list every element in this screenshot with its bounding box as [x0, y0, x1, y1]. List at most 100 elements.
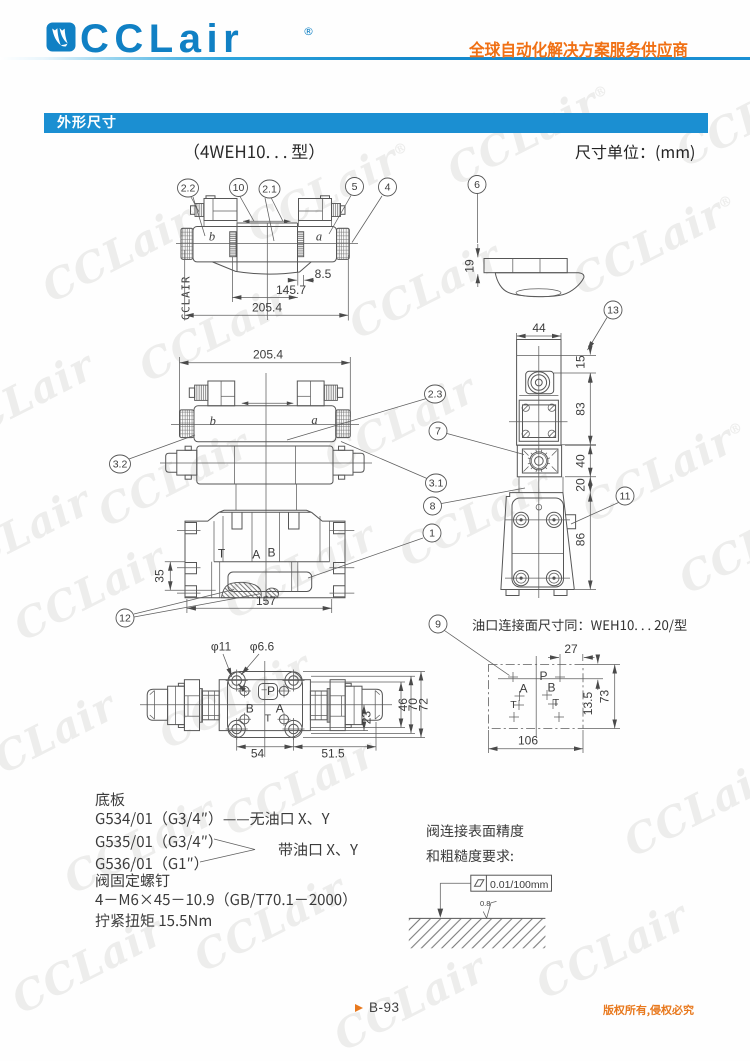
balloon-b7: 7 [428, 421, 448, 441]
drawing-stroke [500, 492, 575, 590]
drawing-stroke [361, 688, 383, 721]
drawing-stroke [258, 683, 278, 700]
leader-arrow [240, 653, 260, 676]
drawing-stroke [288, 512, 300, 530]
drawing-stroke [241, 401, 249, 406]
drawing-stroke [179, 409, 195, 439]
dim-15: 15 [573, 355, 587, 369]
drawing-stroke [238, 712, 251, 726]
balloon-b5: 5 [345, 177, 364, 196]
dim-51-5: 51.5 [321, 747, 345, 761]
drawing-stroke [333, 562, 345, 575]
label-b2: b [210, 414, 216, 428]
unit-label: 尺寸单位：(mm) [575, 139, 696, 163]
drawing-stroke [488, 664, 584, 729]
label-a: a [316, 230, 322, 244]
balloon-label: 1 [429, 528, 435, 540]
dim-phi66: φ6.6 [250, 640, 275, 654]
flatness-tolerance-value: 0.01/100mm [490, 878, 549, 891]
drawing-stroke [535, 504, 543, 511]
drawing-stroke [184, 474, 192, 480]
balloon-label: 3.2 [113, 459, 128, 471]
drawing-stroke [521, 448, 559, 474]
drawing-stroke [180, 227, 194, 260]
surface-note-line2: 和粗糙度要求: [426, 846, 514, 866]
drawing-stroke [444, 630, 510, 676]
drawing-stroke [133, 589, 235, 615]
dim-72: 72 [417, 698, 431, 712]
balloon-b2_3: 2.3 [424, 384, 446, 404]
drawing-stroke [184, 445, 192, 451]
balloon-b3_2: 3.2 [109, 454, 131, 474]
drawing-stroke [188, 387, 196, 398]
drawing-stroke [514, 691, 525, 701]
drawing-stroke [282, 669, 305, 692]
drawing-stroke [277, 712, 291, 726]
drawing-stroke [509, 712, 519, 722]
drawing-stroke [547, 403, 556, 412]
drawing-stroke [570, 502, 619, 525]
dim-19: 19 [463, 259, 477, 273]
drawing-stroke [335, 409, 351, 439]
drawing-stroke [521, 403, 530, 412]
section-title: 外形尺寸 [57, 112, 117, 132]
drawing-stroke [523, 466, 529, 472]
balloon-b9: 9 [428, 614, 448, 634]
drawing-stroke [505, 589, 520, 596]
drawing-front-view-upper: 205.4 b a [160, 348, 372, 512]
drawing-stroke [344, 682, 352, 687]
header-slogan: 全球自动化解决方案服务供应商 [469, 36, 688, 61]
drawing-stroke [340, 205, 346, 215]
model-heading: （4WEH10. . . 型） [183, 138, 326, 163]
drawing-stroke [212, 261, 312, 275]
drawing-stroke [473, 879, 485, 887]
drawing-stroke [225, 718, 248, 740]
leader-arrow [587, 317, 608, 351]
drawing-bottom-view: P B A T φ11 φ6.6 54 51.5 23 46 70 72 [140, 640, 431, 761]
dim-20: 20 [573, 478, 587, 492]
drawing-stroke [149, 690, 155, 695]
drawing-stroke [227, 671, 303, 738]
drawing-stroke [146, 688, 169, 721]
drawing-stroke [338, 474, 346, 480]
drawing-stroke [265, 587, 280, 599]
section-title-bar: 外形尺寸 [44, 112, 708, 133]
drawing-stroke [521, 429, 530, 438]
drawing-stroke [243, 219, 250, 224]
page-number-arrow-icon [355, 1003, 363, 1012]
dim-145-7: 145.7 [276, 283, 306, 297]
drawing-port-pattern: 9 P A B T T 27 13.5 73 106 [428, 614, 620, 753]
drawing-front-view-lower: T A B 35 157 3.2 12 2.3 7 3.1 8 1 [109, 384, 526, 628]
dim-44: 44 [532, 321, 546, 335]
drawing-stroke [549, 405, 555, 411]
label-T: T [218, 547, 226, 561]
drawing-stroke [320, 195, 330, 200]
drawing-stroke [437, 908, 444, 918]
balloon-b6: 6 [467, 175, 487, 194]
drawing-stroke [548, 699, 558, 709]
balloon-b10: 10 [229, 178, 248, 197]
leader-arrow [237, 683, 247, 693]
dim-70: 70 [406, 698, 420, 712]
label-A: A [252, 548, 260, 562]
drawing-stroke [542, 690, 552, 700]
drawing-stroke [523, 431, 529, 437]
drawing-stroke [225, 669, 248, 692]
label-P-bottom: P [267, 684, 275, 698]
dim-27: 27 [564, 642, 578, 656]
dim-40: 40 [573, 454, 587, 468]
drawing-top-view: b a CCLAIR 8.5 145.7 205.4 2.2 10 2.1 5 … [176, 177, 397, 321]
leader-arrow [222, 653, 233, 678]
port-connection-note: 油口连接面尺寸同：WEH10. . . 20/型 [472, 615, 687, 634]
dim-73: 73 [598, 690, 612, 704]
dim-157: 157 [256, 594, 276, 608]
drawing-stroke [514, 700, 524, 710]
label-a2: a [311, 413, 317, 427]
drawing-stroke [185, 562, 197, 575]
roughness-value: 0.8 [480, 899, 491, 908]
dim-54: 54 [251, 747, 265, 761]
drawing-stroke [482, 901, 497, 920]
drawing-stroke [553, 589, 568, 596]
balloon-label: 3.1 [429, 478, 444, 490]
drawing-stroke [307, 537, 424, 579]
